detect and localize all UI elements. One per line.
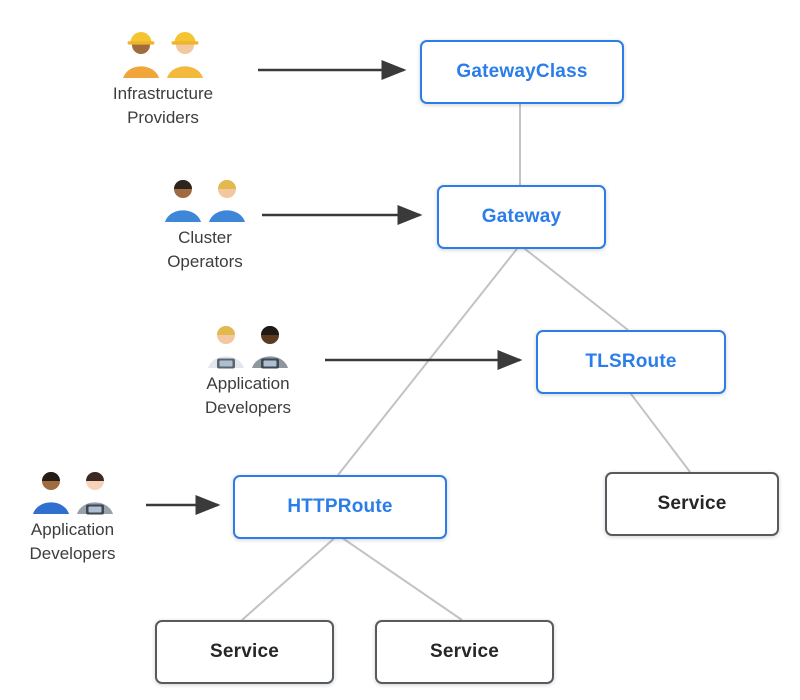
technologist-figure (76, 472, 113, 515)
node-gatewayclass: GatewayClass (420, 40, 624, 104)
persona-application-developers-http: Application Developers (0, 462, 145, 566)
persona-application-developers-http-label: Application Developers (30, 518, 116, 566)
persona-infrastructure-providers: Infrastructure Providers (83, 26, 243, 130)
node-httproute-label: HTTPRoute (287, 496, 393, 517)
edge-tlsroute-service-right (627, 389, 691, 473)
construction-worker-figure (167, 32, 203, 78)
persona-label-line: Cluster (178, 228, 232, 247)
persona-infrastructure-providers-label: Infrastructure Providers (113, 82, 213, 130)
construction-worker-figure (123, 32, 159, 78)
technologists-icon (208, 326, 288, 369)
mechanics-icon (165, 180, 245, 222)
node-gateway-label: Gateway (481, 206, 562, 227)
node-service-right-label: Service (657, 493, 727, 514)
node-gatewayclass-label: GatewayClass (456, 61, 588, 82)
persona-label-line: Infrastructure (112, 84, 214, 103)
persona-label-line: Providers (127, 108, 199, 128)
node-tlsroute-label: TLSRoute (585, 351, 677, 372)
persona-cluster-operators: Cluster Operators (125, 170, 285, 274)
edge-httproute-service-bottom-middle (337, 534, 463, 621)
edge-gateway-tlsroute (519, 244, 629, 331)
persona-application-developers-tls: Application Developers (168, 316, 328, 420)
persona-label-line: Developers (29, 544, 116, 564)
office-worker-and-technologist-icon (32, 472, 113, 515)
persona-label-line: Application (30, 520, 115, 539)
node-service-bottom-left-label: Service (209, 641, 279, 662)
office-worker-figure (32, 472, 69, 514)
node-service-bottom-middle-label: Service (429, 641, 499, 662)
node-service-bottom-left: Service (155, 620, 334, 684)
construction-workers-icon (123, 32, 203, 78)
node-httproute: HTTPRoute (233, 475, 447, 539)
edge-httproute-service-bottom-left (241, 534, 339, 621)
node-gateway: Gateway (437, 185, 606, 249)
persona-label-line: Developers (205, 398, 291, 418)
persona-label-line: Operators (167, 252, 243, 272)
persona-label-line: Application (206, 374, 290, 393)
persona-application-developers-tls-label: Application Developers (205, 372, 291, 420)
technologist-figure (208, 326, 244, 369)
mechanic-figure (165, 180, 201, 222)
technologist-figure (252, 326, 288, 369)
node-service-right: Service (605, 472, 779, 536)
persona-cluster-operators-label: Cluster Operators (167, 226, 243, 274)
node-tlsroute: TLSRoute (536, 330, 726, 394)
mechanic-figure (209, 180, 245, 222)
node-service-bottom-middle: Service (375, 620, 554, 684)
